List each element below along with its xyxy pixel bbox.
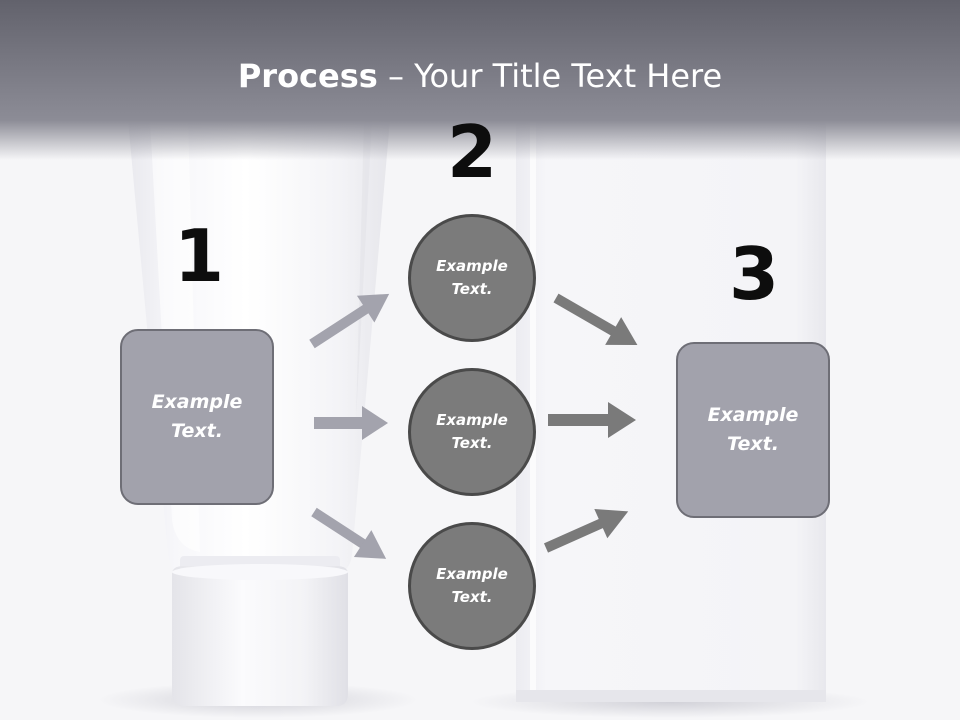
step-2-circle-1-text: Example Text. bbox=[436, 257, 508, 298]
step-2-circle-1: Example Text. bbox=[408, 214, 536, 342]
title-rest: – Your Title Text Here bbox=[377, 57, 723, 95]
step-1-number: 1 bbox=[173, 214, 225, 298]
step-1-text: Example Text. bbox=[151, 391, 243, 442]
title-bold: Process bbox=[237, 57, 378, 95]
arrow-group-right bbox=[543, 293, 638, 553]
arrow-1-to-2a bbox=[309, 293, 390, 349]
arrow-2c-to-3 bbox=[543, 508, 629, 553]
arrow-2b-to-3 bbox=[548, 402, 636, 438]
arrow-1-to-2c bbox=[311, 507, 387, 559]
arrow-group-left bbox=[309, 293, 390, 559]
step-1-box: Example Text. bbox=[120, 329, 274, 505]
step-3-number: 3 bbox=[728, 232, 780, 316]
step-2-circle-2: Example Text. bbox=[408, 368, 536, 496]
step-2-number: 2 bbox=[446, 110, 498, 194]
step-2-circle-3-text: Example Text. bbox=[436, 565, 508, 606]
step-3-box: Example Text. bbox=[676, 342, 830, 518]
header-band bbox=[0, 0, 960, 160]
arrow-2a-to-3 bbox=[553, 293, 638, 345]
arrow-1-to-2b bbox=[314, 406, 388, 440]
step-2-circle-2-text: Example Text. bbox=[436, 411, 508, 452]
step-3-text: Example Text. bbox=[707, 404, 799, 455]
slide-title: Process – Your Title Text Here bbox=[0, 54, 960, 98]
step-2-circle-3: Example Text. bbox=[408, 522, 536, 650]
